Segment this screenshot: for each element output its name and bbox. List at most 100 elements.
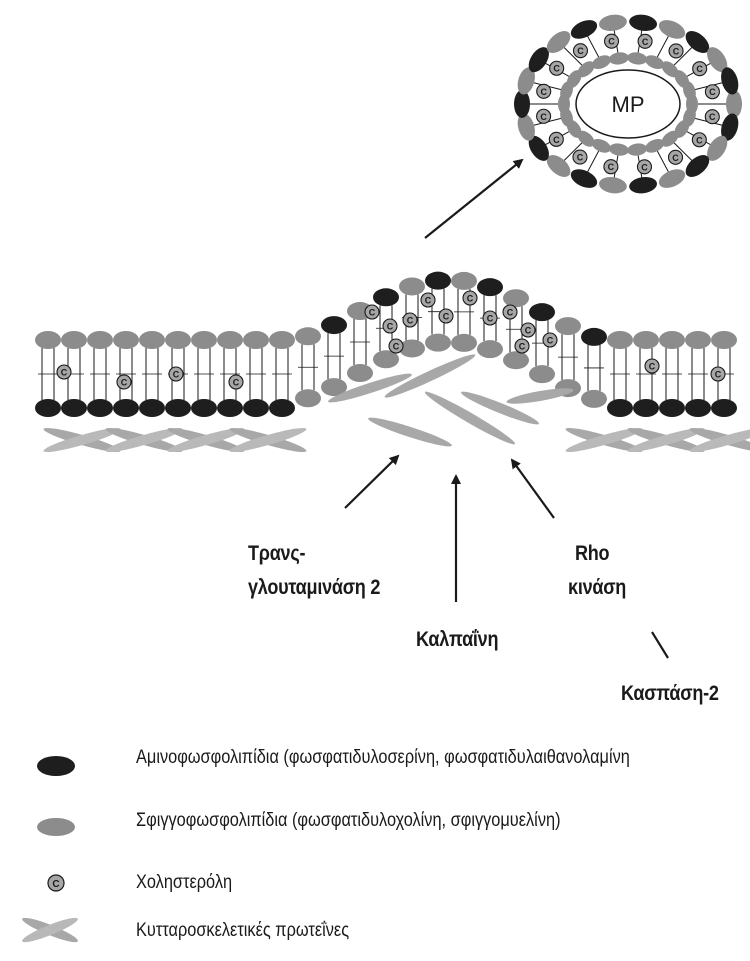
transglutaminase-label-line2: γλουταμινάση 2 — [248, 576, 380, 600]
cholesterol-molecule: C — [637, 160, 651, 174]
cholesterol-molecule: C — [549, 132, 563, 146]
vesicle-label: MP — [612, 92, 645, 117]
cholesterol-molecule: C — [573, 150, 587, 164]
svg-text:C: C — [715, 370, 722, 380]
cholesterol-molecule: C — [645, 359, 659, 373]
cholesterol-molecule: C — [117, 375, 131, 389]
svg-text:C: C — [407, 316, 414, 326]
legend-aminophospholipids: Αμινοφωσφολιπίδια (φωσφατιδυλοσερίνη, φω… — [136, 747, 630, 769]
cholesterol-molecule: C — [693, 62, 707, 76]
calpain-label: Καλπαΐνη — [416, 628, 498, 652]
cholesterol-molecule: C — [711, 367, 725, 381]
legend-cholesterol-icon: C — [48, 875, 64, 891]
svg-text:C: C — [547, 336, 554, 346]
legend-sphingophospholipids: Σφιγγοφωσφολιπίδια (φωσφατιδυλοχολίνη, σ… — [136, 810, 561, 832]
cholesterol-molecule: C — [515, 339, 529, 353]
cholesterol-molecule: C — [550, 61, 564, 75]
cholesterol-molecule: C — [229, 375, 243, 389]
filament-fragment — [367, 414, 454, 451]
svg-text:C: C — [642, 37, 649, 47]
legend-light-head-icon — [37, 818, 75, 836]
svg-text:C: C — [553, 64, 560, 74]
svg-text:C: C — [387, 322, 394, 332]
svg-text:C: C — [540, 112, 547, 122]
rho-kinase-label-line2: κινάση — [568, 576, 626, 600]
phospholipid-pair — [555, 317, 581, 397]
arrow-to-vesicle — [425, 160, 522, 238]
cholesterol-molecule: C — [169, 367, 183, 381]
phospholipid-pair — [191, 331, 217, 417]
phospholipid-pair — [217, 331, 243, 417]
svg-text:C: C — [173, 370, 180, 380]
svg-text:C: C — [696, 64, 703, 74]
cholesterol-molecule: C — [503, 305, 517, 319]
svg-text:C: C — [608, 162, 615, 172]
phospholipid-pair — [685, 331, 711, 417]
cholesterol-molecule: C — [537, 109, 551, 123]
svg-text:C: C — [507, 308, 514, 318]
svg-text:C: C — [649, 362, 656, 372]
cholesterol-molecule: C — [692, 133, 706, 147]
arrow-rho-kinase — [512, 460, 554, 518]
svg-text:C: C — [525, 326, 532, 336]
cholesterol-molecule: C — [705, 85, 719, 99]
rho-kinase-label-line1: Rho — [575, 542, 609, 566]
cholesterol-molecule: C — [521, 323, 535, 337]
phospholipid-pair — [581, 328, 607, 408]
svg-text:C: C — [577, 153, 584, 163]
svg-text:C: C — [425, 296, 432, 306]
phospholipid-pair — [87, 331, 113, 417]
arrow-transglutaminase — [345, 456, 398, 508]
svg-text:C: C — [641, 162, 648, 172]
cholesterol-molecule: C — [638, 34, 652, 48]
phospholipid-pair — [113, 331, 139, 417]
svg-text:C: C — [672, 153, 679, 163]
legend-cytoskeleton-icon — [20, 914, 79, 946]
cholesterol-molecule: C — [463, 291, 477, 305]
phospholipid-pair — [243, 331, 269, 417]
svg-text:C: C — [467, 294, 474, 304]
cholesterol-molecule: C — [403, 313, 417, 327]
cytoskeleton-left — [42, 424, 308, 456]
svg-text:C: C — [577, 46, 584, 56]
svg-text:C: C — [52, 879, 59, 890]
svg-text:C: C — [369, 308, 376, 318]
svg-text:C: C — [233, 378, 240, 388]
cholesterol-molecule: C — [57, 365, 71, 379]
phospholipid-pair — [321, 316, 347, 396]
svg-text:C: C — [487, 314, 494, 324]
phospholipid-pair — [451, 272, 477, 352]
cholesterol-molecule: C — [543, 333, 557, 347]
phospholipid-pair — [659, 331, 685, 417]
svg-text:C: C — [608, 37, 615, 47]
cholesterol-molecule: C — [383, 319, 397, 333]
legend-cytoskeletal-proteins: Κυτταροσκελετικές πρωτεΐνες — [136, 920, 349, 942]
cholesterol-molecule: C — [573, 44, 587, 58]
cholesterol-molecule: C — [389, 339, 403, 353]
cholesterol-molecule: C — [537, 84, 551, 98]
caspase-label: Κασπάση-2 — [621, 682, 719, 706]
svg-text:C: C — [443, 312, 450, 322]
phospholipid-pair — [633, 331, 659, 417]
cholesterol-molecule: C — [421, 293, 435, 307]
svg-text:C: C — [540, 87, 547, 97]
cholesterol-molecule: C — [705, 110, 719, 124]
svg-text:C: C — [61, 368, 68, 378]
cholesterol-molecule: C — [483, 311, 497, 325]
caspase-tick — [652, 632, 668, 658]
cholesterol-molecule: C — [669, 150, 683, 164]
transglutaminase-label-line1: Τρανς- — [248, 542, 305, 566]
cholesterol-molecule: C — [604, 160, 618, 174]
phospholipid-pair — [139, 331, 165, 417]
cholesterol-molecule: C — [605, 34, 619, 48]
phospholipid-pair — [295, 327, 321, 407]
svg-text:C: C — [519, 342, 526, 352]
svg-text:C: C — [393, 342, 400, 352]
svg-text:C: C — [709, 112, 716, 122]
legend-cholesterol: Χοληστερόλη — [136, 872, 232, 894]
svg-text:C: C — [696, 135, 703, 145]
legend-dark-head-icon — [37, 756, 75, 776]
phospholipid-pair — [269, 331, 295, 417]
phospholipid-pair — [607, 331, 633, 417]
